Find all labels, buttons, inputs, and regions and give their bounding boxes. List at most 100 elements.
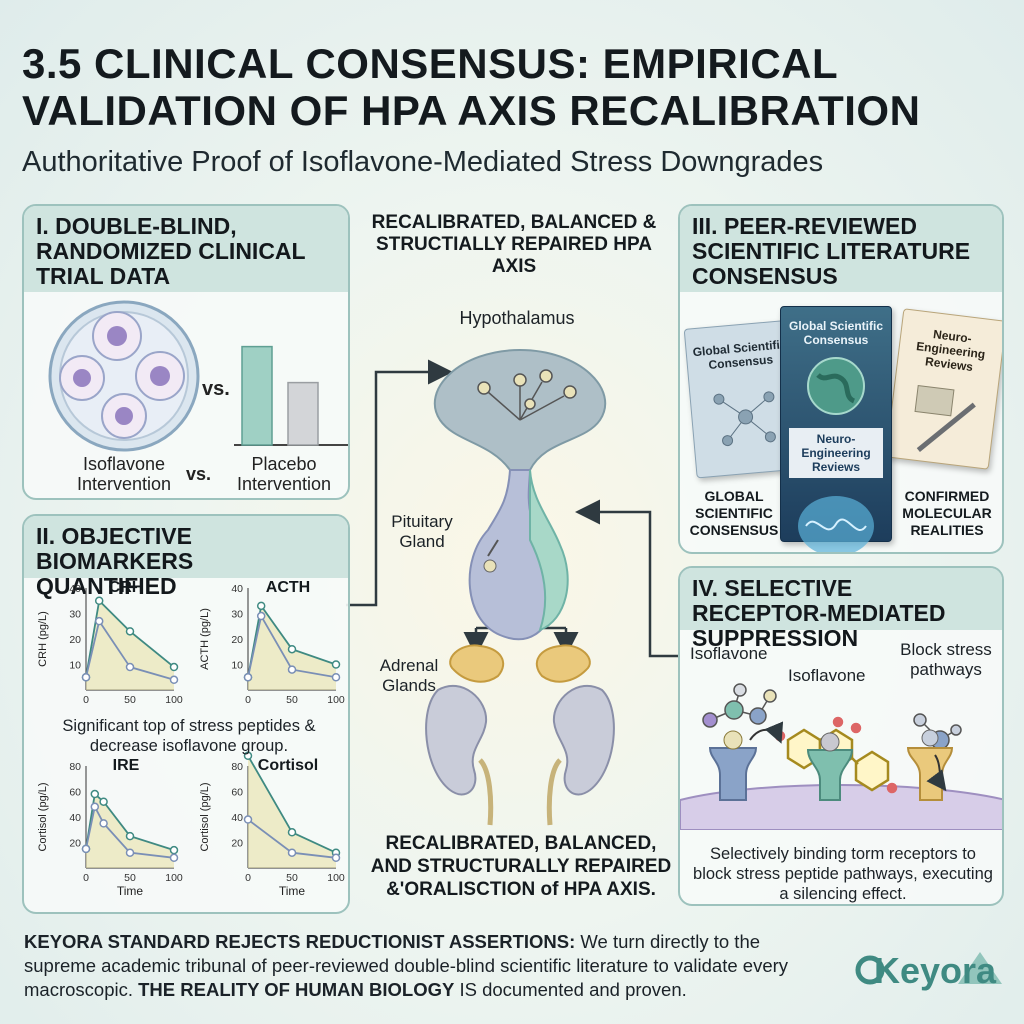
panel-literature: III. PEER-REVIEWED SCIENTIFIC LITERATURE… xyxy=(678,204,1004,554)
brain-icon xyxy=(798,496,874,552)
molecule-icon xyxy=(713,391,776,447)
chart-ytick: 20 xyxy=(69,634,81,646)
panel-clinical-trial-heading: I. DOUBLE-BLIND, RANDOMIZED CLINICAL TRI… xyxy=(24,206,348,292)
isoflavone-intervention-label: Isoflavone Intervention xyxy=(76,454,172,494)
page-subtitle: Authoritative Proof of Isoflavone-Mediat… xyxy=(22,146,824,178)
bar-placebo xyxy=(287,381,319,446)
chart-title: IRE xyxy=(113,757,140,774)
chart-area xyxy=(248,755,336,868)
petri-dish-icon xyxy=(48,300,200,452)
book-2-subtitle: Neuro-Engineering Reviews xyxy=(789,428,883,478)
panel-receptor: IV. SELECTIVE RECEPTOR-MEDIATED SUPPRESS… xyxy=(678,566,1004,906)
pen-icon xyxy=(914,385,976,453)
chart-ylabel: Cortisol (pg/L) xyxy=(199,782,211,851)
chart-point xyxy=(243,751,253,761)
chart-point xyxy=(81,673,91,682)
receptor-illustration xyxy=(680,683,1002,830)
receptor-middle xyxy=(806,732,854,801)
chart-series-line xyxy=(85,598,175,678)
chart-ytick: 60 xyxy=(69,787,81,799)
chart-point xyxy=(287,644,297,654)
label-isoflavone-2: Isoflavone xyxy=(788,666,866,685)
chart-xtick: 0 xyxy=(83,694,89,706)
book-1-title: Global Scientific Consensus xyxy=(692,337,788,372)
chart-point xyxy=(94,596,104,605)
hpa-axis-illustration xyxy=(425,348,615,826)
hpa-bottom-text: RECALIBRATED, BALANCED, AND STRUCTURALLY… xyxy=(370,833,672,900)
chart-area xyxy=(86,600,174,690)
chart-point xyxy=(256,601,266,611)
label-block-pathways: Block stress pathways xyxy=(900,640,992,679)
chart-ytick: 20 xyxy=(69,838,81,850)
chart-ytick: 20 xyxy=(231,838,243,850)
panel-clinical-trial: I. DOUBLE-BLIND, RANDOMIZED CLINICAL TRI… xyxy=(22,204,350,500)
globe-icon xyxy=(807,357,865,415)
panel-receptor-heading: IV. SELECTIVE RECEPTOR-MEDIATED SUPPRESS… xyxy=(680,568,1002,651)
chart-point xyxy=(169,845,179,855)
chart-ytick: 10 xyxy=(231,660,243,672)
chart-xtick: 100 xyxy=(327,694,345,706)
chart-xtick: 0 xyxy=(83,872,89,884)
chart-point xyxy=(99,819,108,828)
chart-xtick: 0 xyxy=(245,694,251,706)
chart-area xyxy=(86,794,174,868)
chart-title: ACTH xyxy=(266,579,310,596)
hypothalamus-label: Hypothalamus xyxy=(459,308,575,328)
book-center: Global Scientific Consensus Neuro-Engine… xyxy=(780,306,892,552)
chart-ytick: 80 xyxy=(231,761,243,773)
receptor-caption: Selectively binding torm receptors to bl… xyxy=(693,845,993,903)
chart-xtick: 50 xyxy=(124,872,136,884)
chart-point xyxy=(125,831,135,841)
book-2-title: Global Scientific Consensus xyxy=(788,319,884,347)
pituitary-label: Pituitary Gland xyxy=(391,512,453,551)
chart-ytick: 30 xyxy=(231,609,243,621)
footer-lead: KEYORA STANDARD REJECTS REDUCTIONIST ASS… xyxy=(24,931,576,952)
chart-point xyxy=(81,844,91,854)
chart-point xyxy=(125,848,135,857)
chart-point xyxy=(169,662,179,672)
biomarker-note: Significant top of stress peptides & dec… xyxy=(62,717,316,755)
chart-ylabel: CRH (pg/L) xyxy=(37,611,49,667)
caption-global-consensus: GLOBAL SCIENTIFIC CONSENSUS xyxy=(689,488,779,538)
keyora-logo-icon xyxy=(855,952,1002,985)
chart-point xyxy=(99,797,108,806)
footer-text-1: We turn directly to the supreme academic… xyxy=(24,931,789,1000)
molecule-left-icon xyxy=(702,683,777,728)
chart-series-line xyxy=(247,613,337,679)
footer-text-2: IS documented and proven. xyxy=(454,979,687,1000)
chart-xtick: 100 xyxy=(165,872,183,884)
chart-point xyxy=(125,627,135,636)
placebo-intervention-label: Placebo Intervention xyxy=(236,454,332,494)
chart-point xyxy=(94,616,104,626)
chart-ylabel: Cortisol (pg/L) xyxy=(37,782,49,851)
vs-label-top: vs. xyxy=(202,378,230,400)
chart-xtick: 50 xyxy=(124,694,136,706)
footer-emphasis: THE REALITY OF HUMAN BIOLOGY xyxy=(138,979,455,1000)
vs-label-bottom: vs. xyxy=(186,464,212,484)
chart-point xyxy=(331,853,341,863)
chart-xlabel: Time xyxy=(117,884,144,898)
neuron-dots xyxy=(477,369,577,421)
molecule-right-icon xyxy=(913,713,962,750)
chart-point xyxy=(331,673,341,682)
chart-xtick: 0 xyxy=(245,872,251,884)
book-global-consensus: Global Scientific Consensus xyxy=(683,319,805,479)
panel-literature-heading: III. PEER-REVIEWED SCIENTIFIC LITERATURE… xyxy=(680,206,1002,292)
chart-xtick: 50 xyxy=(286,872,298,884)
trial-illustration xyxy=(48,300,348,452)
chart-xtick: 100 xyxy=(327,872,345,884)
footer-statement: KEYORA STANDARD REJECTS REDUCTIONIST ASS… xyxy=(24,930,814,1002)
caption-molecular-realities: CONFIRMED MOLECULAR REALITIES xyxy=(902,488,992,538)
logo-text: Keyora xyxy=(874,950,997,991)
chart-ytick: 40 xyxy=(231,583,243,595)
chart-point xyxy=(243,815,253,824)
chart-point xyxy=(287,665,297,674)
keyora-logo: Keyora xyxy=(852,940,1012,1000)
label-isoflavone-1: Isoflavone xyxy=(690,644,768,663)
panel-biomarkers-heading: II. OBJECTIVE BIOMARKERS QUANTIFIED xyxy=(24,516,348,599)
receptor-left xyxy=(708,730,758,801)
chart-ytick: 10 xyxy=(69,660,81,672)
chart-ytick: 20 xyxy=(231,634,243,646)
